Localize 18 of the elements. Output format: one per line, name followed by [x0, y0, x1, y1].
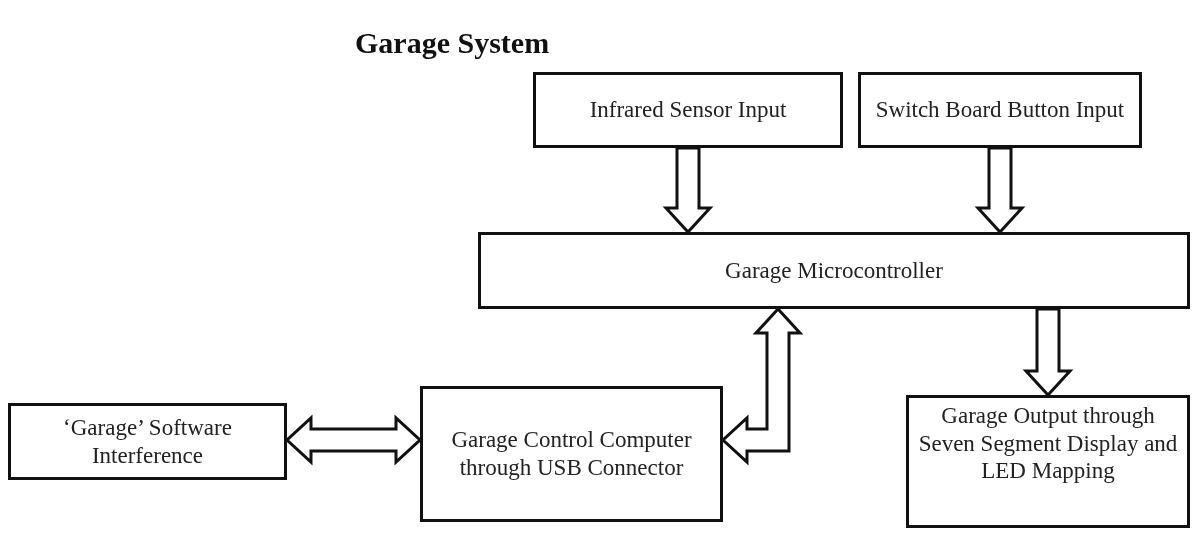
block-box — [533, 72, 843, 148]
block-arrow — [662, 146, 714, 235]
block-box — [478, 232, 1190, 309]
block-arrow — [974, 146, 1026, 235]
block-box — [8, 403, 287, 480]
block-arrow — [1022, 307, 1074, 398]
block-box — [906, 395, 1190, 528]
diagram-title: Garage System — [355, 26, 550, 60]
block-label: Garage Output through Seven Segment Display and LED Mapping — [917, 402, 1179, 485]
block-label: Infrared Sensor Input — [589, 96, 787, 124]
block-label: Garage Control Computer through USB Connector — [450, 426, 693, 482]
block-box — [420, 386, 723, 522]
block-label: Switch Board Button Input — [875, 96, 1125, 124]
block-label: Garage Microcontroller — [725, 256, 943, 285]
block-arrow — [284, 414, 423, 466]
block-arrow — [720, 306, 804, 466]
block-label: ‘Garage’ Software Interference — [62, 413, 233, 470]
block-box — [858, 72, 1142, 148]
